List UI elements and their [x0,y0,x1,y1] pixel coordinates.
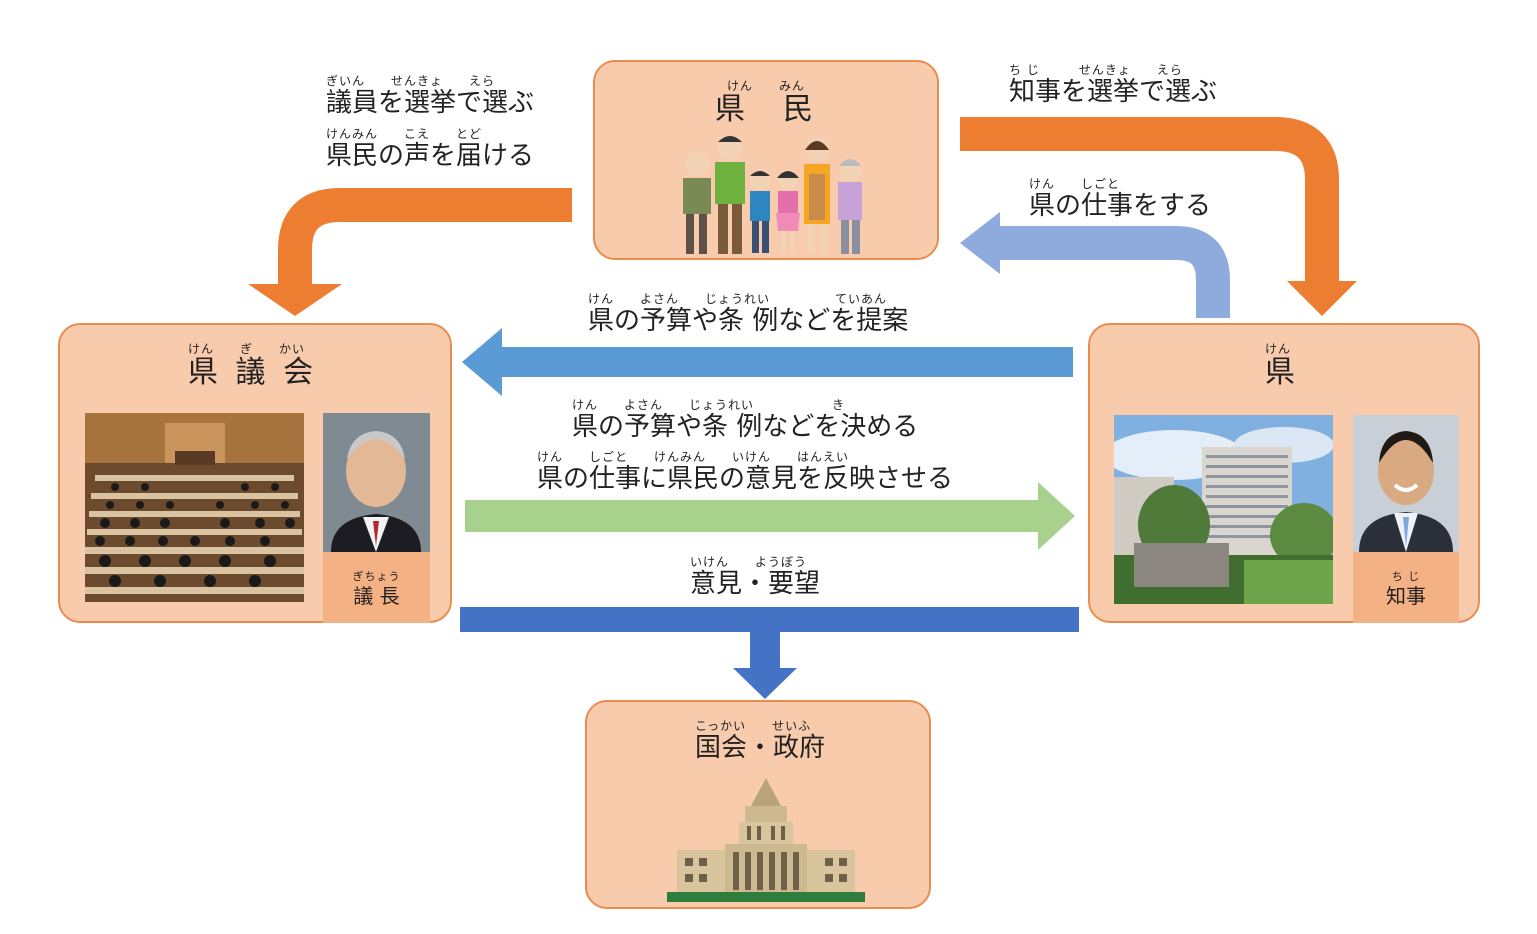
node-kenmin: けん みん 県 民 [593,60,939,260]
arrow-opinions-bar [460,607,1079,632]
elect-members-reading: ぎいん せんきょ えら [326,74,496,88]
reflect-opinion-reading: けん しごと けんみん いけん はんえい [537,450,850,464]
kokkai-title: 国会・政府 [695,733,826,763]
gicho-caption: ぎちょう 議 長 [323,552,430,623]
arrow-prefecture-work [1000,226,1230,318]
diet-building-illustration [667,778,865,902]
chairperson-photo [323,413,430,552]
arrow-prefecture-work-head [960,212,1000,274]
label-deliver-voice: けんみん こえ とど 県民の声を届ける [326,128,534,169]
kengikai-title: 県 議 会 [188,355,318,390]
elect-members-text: 議員を選挙で選ぶ [326,88,535,118]
kenmin-reading: けん みん [726,79,805,93]
label-prefecture-work: けん しごと 県の仕事をする [1029,178,1211,219]
elect-governor-reading: ち じ せんきょ えら [1009,63,1183,77]
label-elect-governor: ち じ せんきょ えら 知事を選挙で選ぶ [1009,64,1217,105]
kenmin-title: 県 民 [715,92,817,127]
arrow-propose-budget [500,347,1073,377]
chiji-reading: ち じ [1391,570,1421,583]
kengikai-reading: けん ぎ かい [188,342,306,356]
decide-budget-reading: けん よさん じょうれい き [572,398,846,412]
arrow-opinions-stem [750,630,780,670]
node-kengikai: けん ぎ かい 県 議 会 [58,323,452,623]
opinions-requests-text: 意見・要望 [690,569,821,599]
deliver-voice-reading: けんみん こえ とど [326,127,483,141]
propose-budget-text: 県の予算や条 例などを提案 [588,306,909,336]
label-reflect-opinion: けん しごと けんみん いけん はんえい 県の仕事に県民の意見を反映させる [537,451,953,492]
node-ken: けん 県 [1088,323,1480,623]
arrow-propose-budget-head [462,328,502,396]
propose-budget-reading: けん よさん じょうれい ていあん [588,292,888,306]
gicho-reading: ぎちょう [352,570,401,583]
arrow-elect-governor [960,117,1339,282]
opinions-requests-reading: いけん ようぼう [690,555,808,569]
ken-reading: けん [1265,342,1292,356]
decide-budget-text: 県の予算や条 例などを決める [572,412,919,442]
prefectural-office-photo [1114,415,1333,604]
ken-title: 県 [1265,355,1299,390]
arrow-elect-members [278,188,572,285]
family-illustration [683,136,862,254]
label-elect-members: ぎいん せんきょ えら 議員を選挙で選ぶ [326,75,534,116]
arrow-decide-budget-head [1038,482,1075,550]
label-propose-budget: けん よさん じょうれい ていあん 県の予算や条 例などを提案 [588,293,908,334]
label-decide-budget: けん よさん じょうれい き 県の予算や条 例などを決める [572,399,918,440]
deliver-voice-text: 県民の声を届ける [326,141,535,171]
kokkai-reading: こっかい せいふ [695,719,812,733]
arrow-elect-members-head [248,284,342,316]
assembly-hall-photo [85,413,304,602]
prefecture-work-text: 県の仕事をする [1029,191,1212,221]
gicho-label: 議 長 [353,584,400,608]
arrow-opinions-head [733,668,797,699]
arrow-elect-governor-head [1287,281,1357,316]
reflect-opinion-text: 県の仕事に県民の意見を反映させる [537,464,954,494]
arrow-decide-budget [465,500,1040,532]
prefecture-work-reading: けん しごと [1029,177,1121,191]
chiji-caption: ち じ 知事 [1353,552,1459,623]
elect-governor-text: 知事を選挙で選ぶ [1009,77,1218,107]
label-opinions-requests: いけん ようぼう 意見・要望 [690,556,820,597]
node-kokkai: こっかい せいふ 国会・政府 [585,700,931,909]
governor-photo [1353,415,1459,552]
chiji-label: 知事 [1386,584,1426,608]
